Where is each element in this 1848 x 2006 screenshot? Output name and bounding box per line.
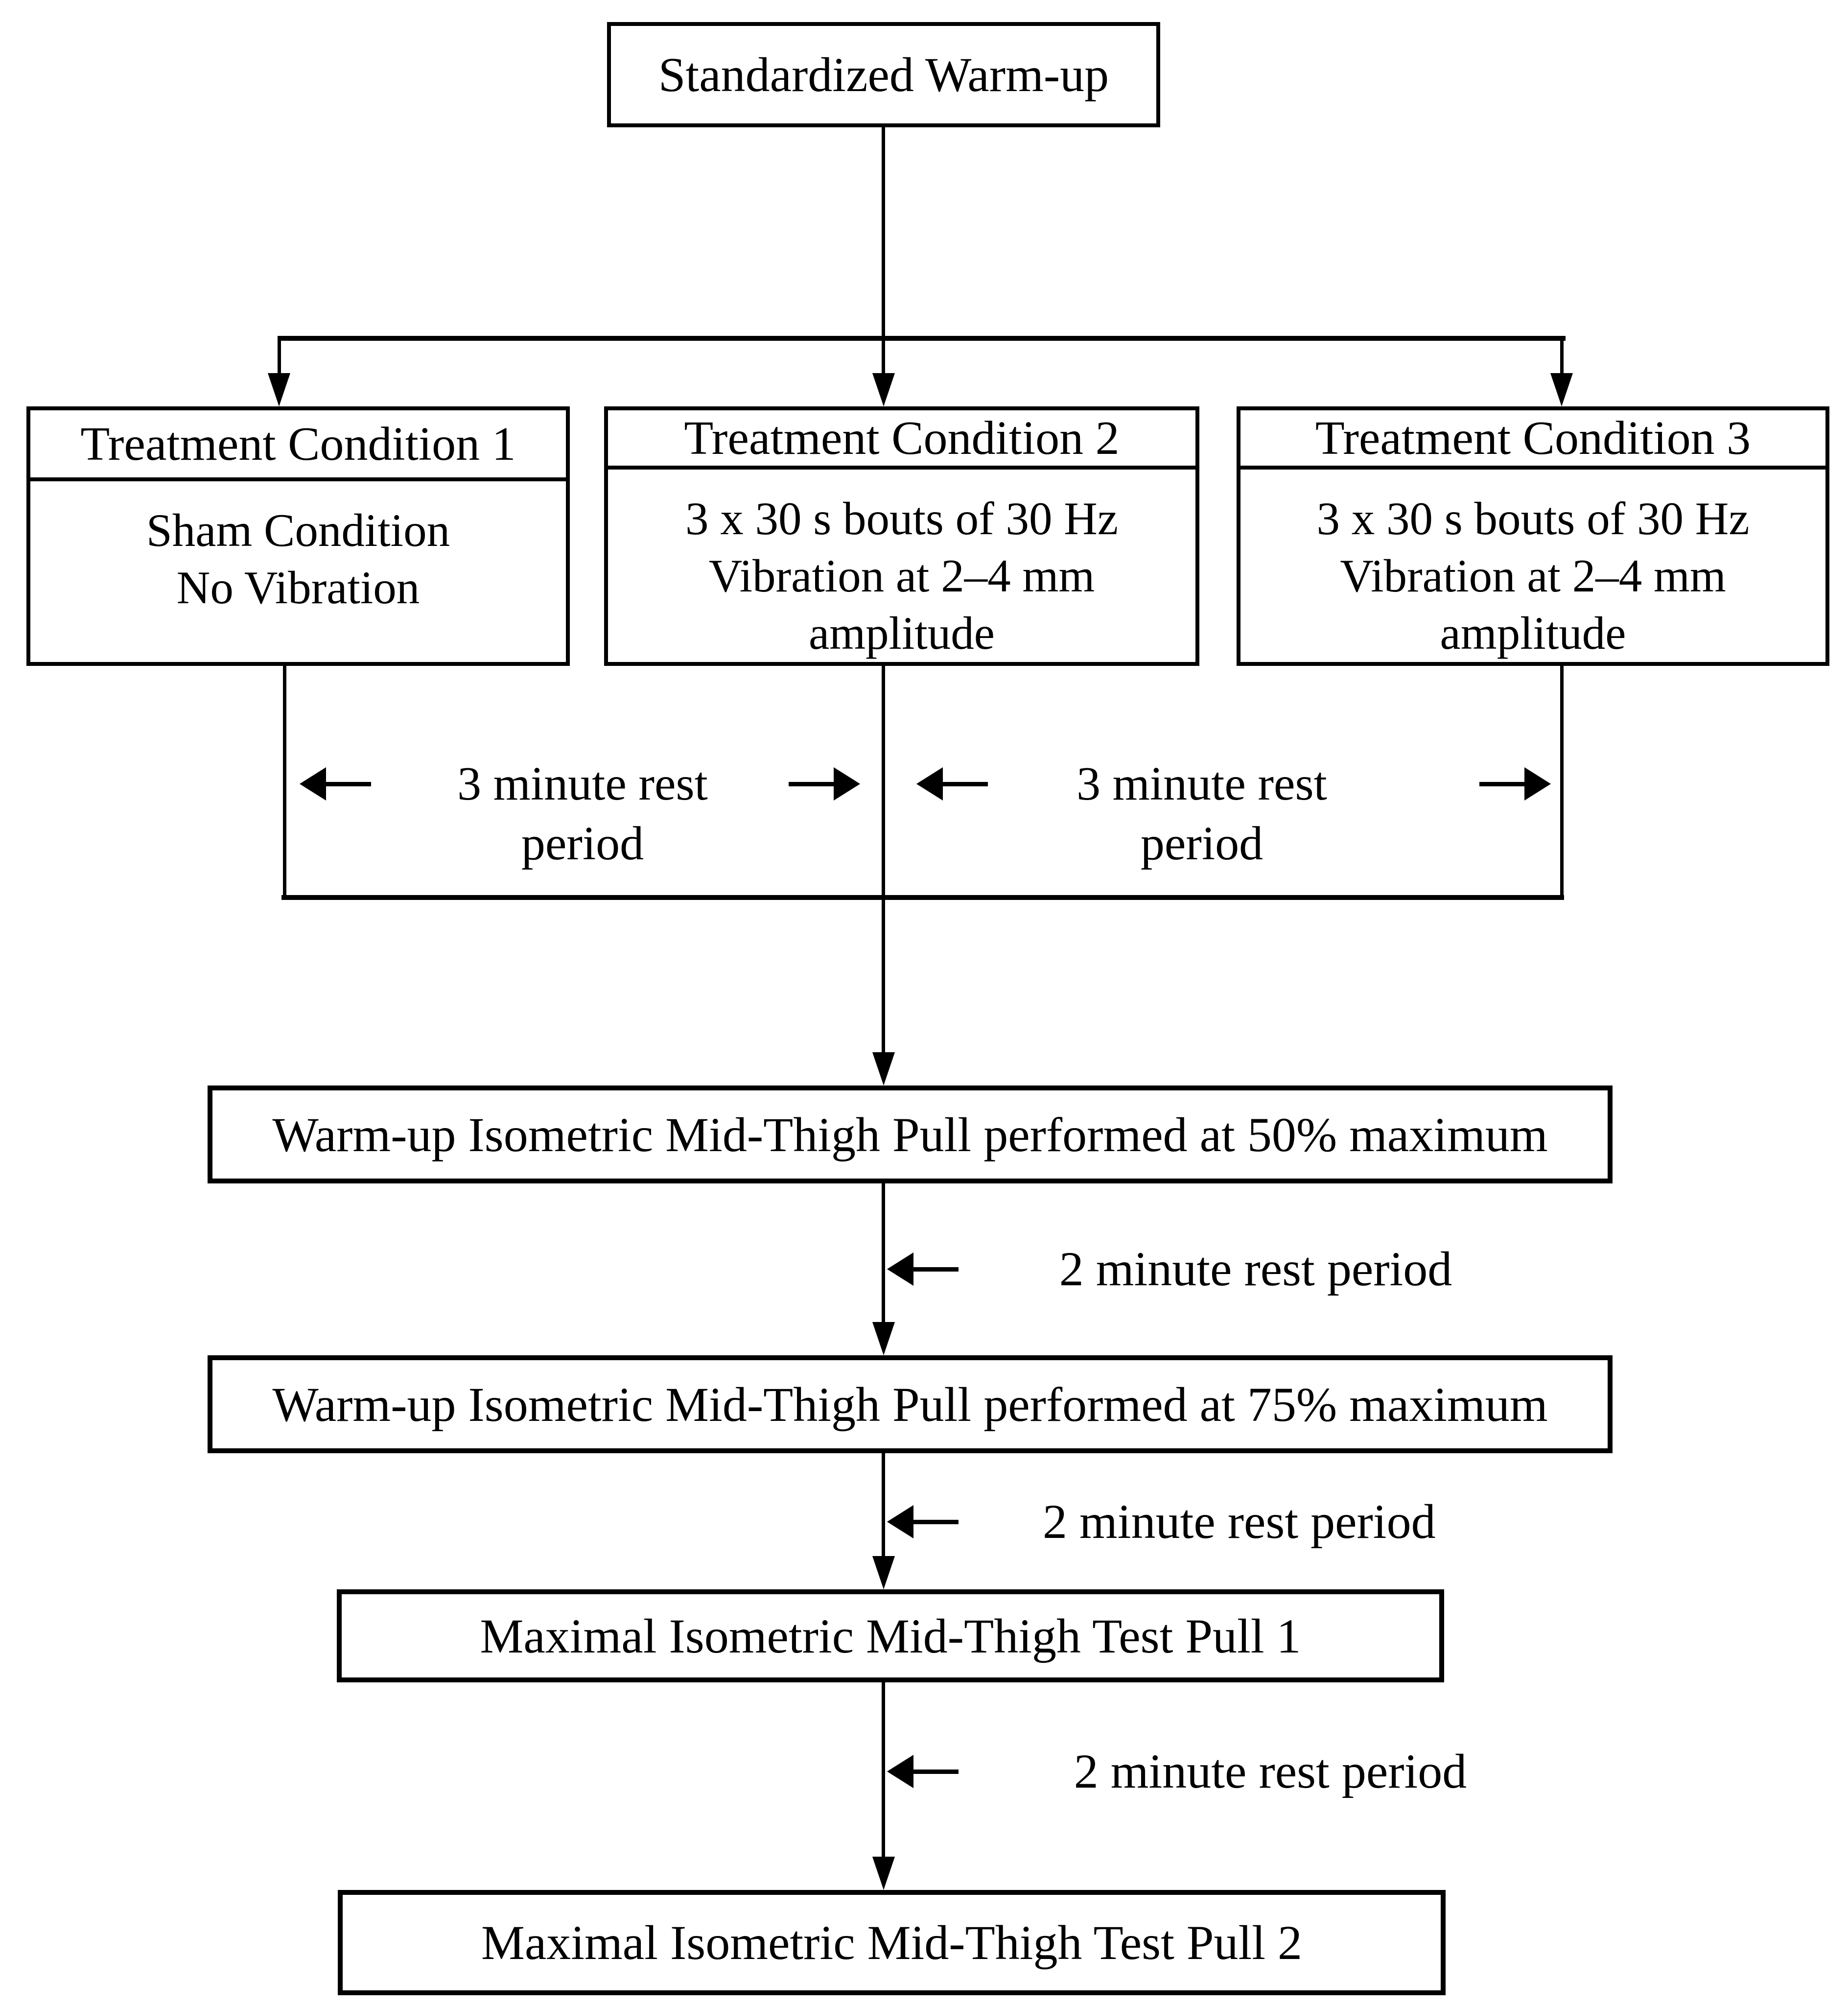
connector-warmup-50-to-75 [882, 1183, 885, 1324]
arrow-left-2min-rest-1 [887, 1252, 959, 1286]
box-test-pull-2: Maximal Isometric Mid-Thigh Test Pull 2 [338, 1890, 1446, 1995]
label-2-minute-rest-1: 2 minute rest period [1059, 1242, 1452, 1296]
arrow-left-rest-1-head-icon [300, 767, 326, 801]
arrow-left-2min-rest-3-shaft [913, 1769, 959, 1774]
treatment-condition-3-details: 3 x 30 s bouts of 30 Hz Vibration at 2–4… [1316, 493, 1750, 659]
arrowhead-down-warmup-75 [872, 1322, 895, 1355]
box-test-pull-1: Maximal Isometric Mid-Thigh Test Pull 1 [337, 1589, 1444, 1682]
standardized-warmup-label: Standardized Warm-up [658, 47, 1109, 102]
arrow-left-2min-rest-1-shaft [913, 1267, 959, 1272]
connector-branch-to-condition-2 [882, 336, 885, 378]
box-treatment-condition-3: Treatment Condition 3 3 x 30 s bouts of … [1237, 406, 1829, 666]
arrowhead-down-condition-2 [872, 373, 895, 406]
treatment-condition-2-title: Treatment Condition 2 [608, 410, 1195, 470]
arrow-left-2min-rest-1-head-icon [887, 1252, 913, 1286]
connector-pull-1-to-pull-2 [882, 1682, 885, 1859]
label-2-minute-rest-2: 2 minute rest period [1043, 1494, 1436, 1549]
arrow-right-rest-2 [1479, 767, 1551, 801]
arrow-left-2min-rest-2 [887, 1505, 959, 1538]
arrow-right-rest-2-shaft [1479, 781, 1524, 786]
connector-collector-horizontal [281, 895, 1564, 900]
label-2-minute-rest-3: 2 minute rest period [1074, 1744, 1467, 1798]
arrow-right-rest-1-head-icon [834, 767, 860, 801]
treatment-condition-2-details: 3 x 30 s bouts of 30 Hz Vibration at 2–4… [685, 493, 1118, 659]
warmup-75-label: Warm-up Isometric Mid-Thigh Pull perform… [272, 1377, 1548, 1432]
arrow-left-rest-2-shaft [943, 781, 988, 786]
connector-condition-3-down [1560, 666, 1564, 899]
arrow-left-2min-rest-2-shaft [913, 1519, 959, 1524]
arrow-right-rest-1-shaft [789, 781, 834, 786]
arrowhead-down-pull-2 [872, 1857, 895, 1890]
treatment-condition-3-title: Treatment Condition 3 [1240, 410, 1825, 470]
connector-condition-1-down [283, 666, 286, 899]
arrow-left-rest-1-shaft [326, 781, 371, 786]
box-standardized-warmup: Standardized Warm-up [607, 22, 1160, 127]
test-pull-1-label: Maximal Isometric Mid-Thigh Test Pull 1 [480, 1608, 1301, 1663]
arrow-left-rest-2-head-icon [916, 767, 943, 801]
arrowhead-down-condition-1 [268, 373, 290, 406]
connector-branch-horizontal [278, 336, 1566, 341]
arrow-left-2min-rest-3 [887, 1755, 959, 1788]
connector-branch-to-condition-1 [278, 336, 281, 378]
arrow-right-rest-1 [789, 767, 860, 801]
arrow-left-rest-1 [300, 767, 371, 801]
label-3-minute-rest-2: 3 minute rest period [1076, 757, 1327, 870]
connector-branch-to-condition-3 [1560, 336, 1564, 378]
connector-warmup-75-to-pull-1 [882, 1453, 885, 1558]
box-warmup-75: Warm-up Isometric Mid-Thigh Pull perform… [208, 1355, 1613, 1453]
arrowhead-down-condition-3 [1550, 373, 1573, 406]
label-3-minute-rest-1: 3 minute rest period [457, 757, 708, 870]
arrow-right-rest-2-head-icon [1524, 767, 1551, 801]
arrow-left-2min-rest-3-head-icon [887, 1755, 913, 1788]
warmup-50-label: Warm-up Isometric Mid-Thigh Pull perform… [272, 1107, 1548, 1162]
arrowhead-down-warmup-50 [872, 1052, 895, 1086]
arrow-left-rest-2 [916, 767, 988, 801]
treatment-condition-1-title: Treatment Condition 1 [30, 410, 566, 481]
connector-condition-2-to-warmup-50 [882, 666, 885, 1055]
box-warmup-50: Warm-up Isometric Mid-Thigh Pull perform… [208, 1086, 1613, 1183]
arrow-left-2min-rest-2-head-icon [887, 1505, 913, 1538]
test-pull-2-label: Maximal Isometric Mid-Thigh Test Pull 2 [481, 1915, 1303, 1970]
arrowhead-down-pull-1 [872, 1556, 895, 1589]
connector-start-to-branch [882, 126, 885, 339]
treatment-condition-1-details: Sham Condition No Vibration [146, 504, 450, 614]
box-treatment-condition-2: Treatment Condition 2 3 x 30 s bouts of … [604, 406, 1199, 666]
box-treatment-condition-1: Treatment Condition 1 Sham Condition No … [26, 406, 570, 666]
